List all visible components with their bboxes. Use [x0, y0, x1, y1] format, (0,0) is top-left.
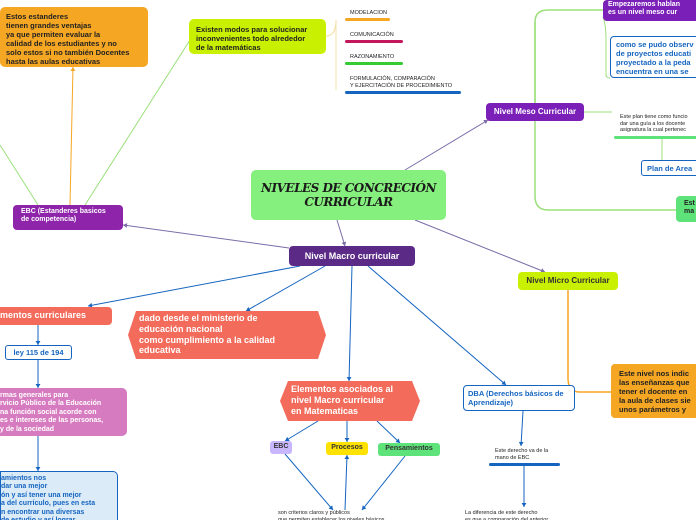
pensamientos-node[interactable]: Pensamientos	[378, 443, 440, 456]
connector-arrowhead	[35, 384, 41, 388]
elementos-node[interactable]: Elementos asociados al nivel Macro curri…	[291, 384, 394, 416]
connector-arrowhead	[341, 241, 347, 246]
plan-description-underline	[614, 136, 696, 139]
elementos-to-pensamientos-link	[376, 420, 401, 444]
ebc-node[interactable]: EBC (Estanderes basicos de competencia)	[13, 205, 123, 230]
diferencia-text: La diferencia de este derecho es que a c…	[465, 510, 549, 520]
meso-to-est-link	[534, 121, 676, 211]
empezaremos-to-proyecto-link	[602, 16, 611, 79]
connector-arrowhead	[521, 503, 527, 507]
empezaremos-note[interactable]: Empezaremos hablan es un nivel meso cur	[603, 0, 696, 21]
macro-curricular-node[interactable]: Nivel Macro curricular	[289, 246, 415, 266]
ebc-to-modos-link	[84, 39, 191, 206]
pensamientos-to-criterios-link	[361, 455, 406, 511]
connector-arrowhead	[346, 376, 352, 381]
main-to-meso-link	[404, 119, 489, 171]
elementos-shape	[280, 381, 420, 421]
meso-to-empezaremos-link	[534, 9, 603, 103]
ebc-to-offscreen-link	[0, 144, 39, 206]
criterios-text: son criterios claros y públicos que perm…	[278, 510, 385, 520]
modos-to-processes-bracket	[325, 19, 337, 90]
connector-arrowhead	[70, 67, 76, 72]
ministerio-note[interactable]: dado desde el ministerio de educación na…	[139, 313, 276, 356]
ebc-to-estandares-link	[69, 66, 74, 206]
micro-curricular-node[interactable]: Nivel Micro Curricular	[518, 272, 618, 290]
connector-arrowhead	[395, 438, 400, 443]
process-item-underline	[345, 91, 461, 94]
modos-note[interactable]: Existen modos para solucionar inconvenie…	[189, 19, 326, 54]
lineamientos-node[interactable]: mentos curriculares	[0, 307, 112, 325]
ebc-small-node[interactable]: EBC	[270, 441, 292, 454]
pensamientos-note[interactable]: amientos nos dar una mejor ón y así tene…	[0, 471, 118, 520]
main-to-micro-link	[414, 219, 546, 273]
connector-arrowhead	[246, 306, 251, 312]
connector-arrowhead	[123, 223, 128, 228]
connector-arrowhead	[35, 341, 41, 345]
connector-arrowhead	[540, 268, 545, 273]
proyecto-note[interactable]: como se pudo observ de proyectos educati…	[610, 36, 696, 78]
main-to-macro-link	[336, 219, 346, 247]
connector-arrowhead	[518, 441, 524, 446]
process-item-label: RAZONAMIENTO	[350, 54, 395, 60]
connector-arrowhead	[285, 436, 290, 441]
connector-arrowhead	[328, 505, 333, 510]
connector-arrowhead	[483, 120, 488, 125]
macro-to-ministerio-link	[245, 265, 326, 312]
micro-to-description-link	[567, 290, 611, 393]
macro-to-dba-link	[367, 265, 507, 386]
connector-arrowhead	[501, 380, 506, 385]
est-green-note[interactable]: Est ma	[676, 196, 696, 222]
plan-description: Este plan tiene como funcio dar una guía…	[620, 114, 688, 134]
dba-to-derecho-link	[520, 410, 524, 447]
procesos-node[interactable]: Procesos	[326, 442, 368, 455]
macro-to-ebc-link	[122, 224, 290, 249]
connector-arrowhead	[362, 505, 367, 510]
connector-arrowhead	[88, 302, 93, 308]
estandares-note[interactable]: Estos estanderes tienen grandes ventajas…	[0, 7, 148, 67]
ley-node[interactable]: ley 115 de 194	[5, 345, 72, 360]
derecho-underline	[489, 463, 560, 466]
derecho-text: Este derecho va de la mano de EBC	[495, 448, 549, 461]
ebc-to-criterios-link	[284, 453, 334, 511]
macro-to-lineamientos-link	[87, 265, 301, 307]
dba-node[interactable]: DBA (Derechos básicos de Aprendizaje)	[463, 385, 575, 411]
elementos-to-ebc-link	[284, 420, 319, 442]
process-item-label: FORMULACIÓN, COMPARACIÓN Y EJERCITACIÓN …	[350, 76, 453, 89]
connector-arrowhead	[344, 455, 350, 460]
process-item-underline	[345, 62, 403, 65]
micro-description-note[interactable]: Este nivel nos indic las enseñanzas que …	[611, 364, 696, 418]
criterios-to-procesos-link	[344, 454, 348, 511]
main-topic[interactable]: NIVELES DE CONCRECIÓN CURRICULAR	[251, 170, 446, 220]
process-item-label: COMUNICACIÓN	[350, 32, 394, 38]
plan-de-area-node[interactable]: Plan de Area	[641, 160, 696, 176]
macro-to-elementos-link	[348, 265, 353, 382]
process-item-underline	[345, 18, 390, 21]
ministerio-shape	[128, 311, 326, 359]
process-item-label: MODELACION	[350, 10, 387, 16]
meso-curricular-node[interactable]: Nivel Meso Curricular	[486, 103, 584, 121]
process-item-underline	[345, 40, 403, 43]
normas-note[interactable]: rmas generales para rvicio Público de la…	[0, 388, 127, 436]
connector-arrowhead	[344, 438, 350, 442]
connector-arrowhead	[35, 467, 41, 471]
